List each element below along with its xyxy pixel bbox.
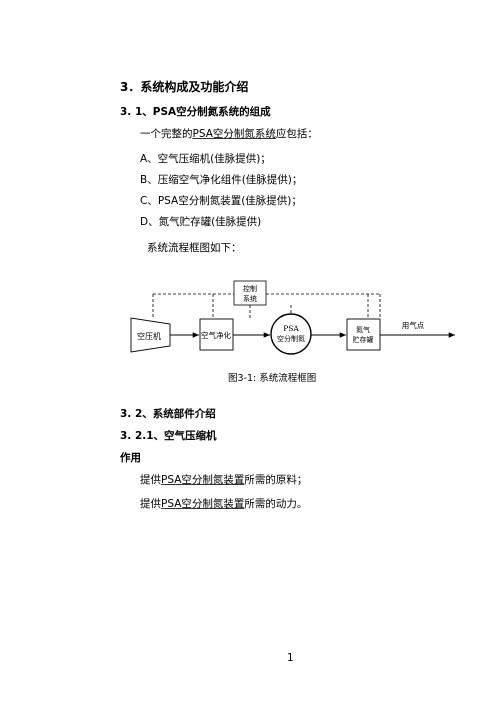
psa-unit-circle (270, 313, 312, 355)
psa-label-2: 空分制氮 (277, 334, 305, 343)
intro-underlined-term: PSA空分制氮系统 (192, 128, 276, 140)
nitrogen-tank-box (346, 318, 381, 351)
purifier-box (199, 318, 234, 351)
gas-point-label: 用气点 (402, 320, 425, 330)
section-title: 3．系统构成及功能介绍 (120, 80, 249, 94)
role-line-2: 提供PSA空分制氮装置所需的动力。 (140, 496, 307, 511)
purifier-label: 空气净化 (201, 330, 231, 340)
intro-pre: 一个完整的 (140, 128, 193, 140)
list-item-d: D、氮气贮存罐(佳脉提供) (140, 216, 262, 228)
role-line-1-pre: 提供 (140, 474, 161, 486)
intro-paragraph: 一个完整的PSA空分制氮系统应包括： (140, 126, 318, 141)
intro-post: 应包括： (275, 128, 318, 140)
role-line-1-post: 所需的原料； (244, 474, 308, 486)
role-line-1: 提供PSA空分制氮装置所需的原料； (140, 472, 307, 487)
control-label-2: 系统 (243, 294, 257, 303)
subsection-heading-3-2: 3. 2、系统部件介绍 (120, 408, 216, 420)
tank-label-1: 氮气 (356, 325, 370, 334)
control-system-box (233, 280, 267, 306)
tank-label-2: 贮存罐 (353, 335, 374, 344)
role-line-2-pre: 提供 (140, 498, 161, 510)
role-line-1-term: PSA空分制氮装置 (161, 474, 245, 486)
flow-intro: 系统流程框图如下： (147, 242, 242, 254)
subsection-heading-3-1: 3. 1、PSA空分制氮系统的组成 (120, 106, 271, 118)
list-item-b: B、压缩空气净化组件(佳脉提供)； (140, 174, 303, 186)
role-label: 作用 (120, 452, 141, 464)
role-line-2-post: 所需的动力。 (244, 498, 308, 510)
role-line-2-term: PSA空分制氮装置 (161, 498, 245, 510)
compressor-shape (130, 317, 171, 353)
figure-caption: 图3-1: 系统流程框图 (228, 373, 317, 384)
control-signal-lines (152, 293, 381, 319)
control-label-1: 控制 (243, 284, 257, 293)
page-number: 1 (287, 652, 294, 664)
psa-label-1: PSA (283, 324, 299, 333)
list-item-c: C、PSA空分制氮装置(佳脉提供)； (140, 195, 302, 207)
list-item-a: A、空气压缩机(佳脉提供)； (140, 153, 271, 165)
subsection-heading-3-2-1: 3. 2.1、空气压缩机 (120, 430, 217, 442)
compressor-label: 空压机 (137, 331, 161, 341)
